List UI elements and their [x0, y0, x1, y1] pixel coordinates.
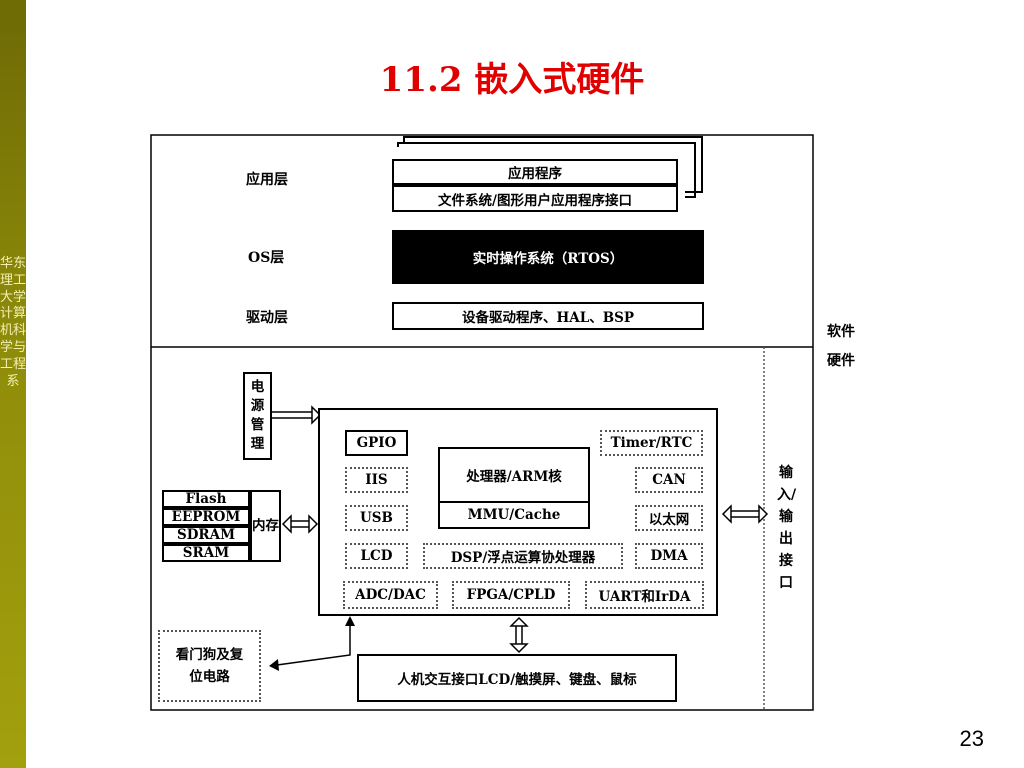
watchdog-box: 看门狗及复位电路 — [158, 630, 261, 702]
io-double-arrow — [721, 504, 769, 524]
uart-irda-box: UART和IrDA — [585, 581, 704, 609]
can-box: CAN — [635, 467, 703, 493]
rtos-box: 实时操作系统（RTOS） — [392, 230, 704, 284]
app-interface-box: 文件系统/图形用户应用程序接口 — [392, 185, 678, 212]
app-stack-shadow-1 — [403, 136, 703, 193]
slide-title: 11.2 嵌入式硬件 — [379, 60, 645, 100]
gpio-box: GPIO — [345, 430, 408, 456]
fpga-cpld-box: FPGA/CPLD — [452, 581, 570, 609]
io-interface-label: 输入/输出接口 — [777, 465, 797, 591]
power-management-box: 电源管理 — [243, 372, 272, 460]
processor-core-box: 处理器/ARM核 — [438, 447, 590, 503]
memory-sdram: SDRAM — [162, 526, 250, 544]
mmu-cache-box: MMU/Cache — [438, 501, 590, 529]
usb-box: USB — [345, 505, 408, 531]
sidebar-band: 华东理工大学计算机科学与工程系 — [0, 0, 26, 768]
dma-box: DMA — [635, 543, 703, 569]
memory-double-arrow — [281, 514, 319, 534]
app-stack-shadow-2 — [397, 142, 696, 198]
dsp-box: DSP/浮点运算协处理器 — [423, 543, 623, 569]
software-label: 软件 — [827, 324, 855, 340]
drivers-box: 设备驱动程序、HAL、BSP — [392, 302, 704, 330]
outer-frame — [150, 134, 814, 711]
memory-flash: Flash — [162, 490, 250, 508]
embedded-system-architecture-diagram: 应用层 OS层 驱动层 应用程序 文件系统/图形用户应用程序接口 实时操作系统（… — [150, 134, 855, 712]
ethernet-box: 以太网 — [635, 505, 703, 531]
power-arrow — [272, 405, 322, 425]
hardware-label: 硬件 — [827, 353, 855, 369]
layer-label-app: 应用层 — [246, 172, 288, 188]
hmi-interface-box: 人机交互接口LCD/触摸屏、键盘、鼠标 — [357, 654, 677, 702]
diagram-connectors — [150, 134, 814, 711]
sidebar-department-text: 华东理工大学计算机科学与工程系 — [0, 256, 27, 389]
layer-label-os: OS层 — [248, 250, 285, 266]
app-program-box: 应用程序 — [392, 159, 678, 185]
layer-label-driver: 驱动层 — [246, 310, 288, 326]
lcd-box: LCD — [345, 543, 408, 569]
adc-dac-box: ADC/DAC — [343, 581, 438, 609]
memory-eeprom: EEPROM — [162, 508, 250, 526]
watchdog-connector — [269, 616, 355, 671]
memory-label-box: 内存 — [250, 490, 281, 562]
timer-rtc-box: Timer/RTC — [600, 430, 703, 456]
memory-sram: SRAM — [162, 544, 250, 562]
iis-box: IIS — [345, 467, 408, 493]
hmi-double-arrow — [509, 616, 529, 654]
page-number: 23 — [959, 726, 984, 751]
